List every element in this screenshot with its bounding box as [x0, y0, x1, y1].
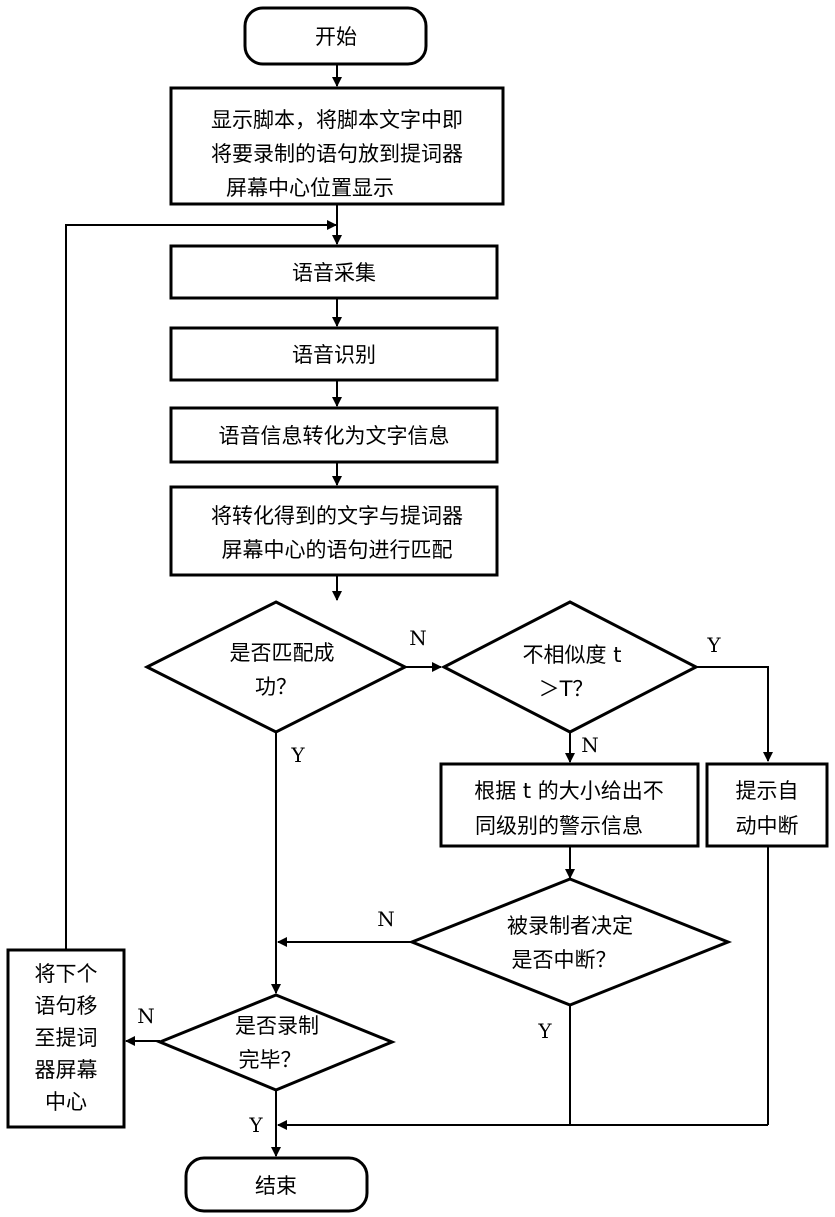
- user-decide-line-1: 被录制者决定: [507, 914, 633, 938]
- label-done-yes: Y: [248, 1113, 263, 1137]
- label-dissim-yes: Y: [706, 633, 721, 657]
- record-done-line-2: 完毕？: [239, 1048, 302, 1072]
- show-script-line-2: 将要录制的语句放到提词器: [211, 142, 463, 166]
- node-record-done: [160, 995, 392, 1090]
- user-decide-line-2: 是否中断？: [512, 948, 617, 972]
- voice-collect-label: 语音采集: [292, 261, 376, 285]
- match-line-1: 将转化得到的文字与提词器: [211, 504, 463, 528]
- edges: [66, 65, 768, 1156]
- voice-to-text-label: 语音信息转化为文字信息: [219, 424, 450, 448]
- label-dissim-no: N: [581, 733, 599, 757]
- show-script-line-1: 显示脚本，将脚本文字中即: [211, 108, 463, 132]
- node-user-decide: [412, 879, 728, 1005]
- node-match-success: [147, 602, 405, 732]
- warning-line-2: 同级别的警示信息: [475, 814, 643, 838]
- label-decide-yes: Y: [537, 1019, 552, 1043]
- label-match-yes: Y: [290, 743, 305, 767]
- dissimilarity-line-1: 不相似度 t: [523, 643, 622, 667]
- nodes: [8, 8, 827, 1211]
- next-sentence-line-5: 中心: [45, 1090, 87, 1114]
- next-sentence-line-1: 将下个: [35, 962, 98, 986]
- auto-stop-line-2: 动中断: [736, 814, 799, 838]
- next-sentence-line-2: 语句移: [35, 994, 98, 1018]
- label-done-no: N: [137, 1004, 155, 1028]
- voice-recognize-label: 语音识别: [292, 343, 376, 367]
- warning-line-1: 根据 t 的大小给出不: [474, 779, 664, 803]
- next-sentence-line-3: 至提词: [35, 1026, 98, 1050]
- match-line-2: 屏幕中心的语句进行匹配: [222, 538, 453, 562]
- edge-dissim-yes: [696, 667, 768, 761]
- label-match-no: N: [409, 626, 427, 650]
- record-done-line-1: 是否录制: [235, 1014, 319, 1038]
- label-decide-no: N: [377, 907, 395, 931]
- dissimilarity-line-2: ＞T？: [539, 677, 594, 701]
- next-sentence-line-4: 器屏幕: [35, 1058, 98, 1082]
- show-script-line-3: 屏幕中心位置显示: [226, 176, 394, 200]
- match-success-line-1: 是否匹配成: [230, 641, 335, 665]
- auto-stop-line-1: 提示自: [736, 779, 799, 803]
- start-label: 开始: [315, 25, 357, 49]
- node-dissimilarity: [444, 602, 696, 732]
- end-label: 结束: [255, 1174, 297, 1198]
- match-success-line-2: 功？: [255, 675, 297, 699]
